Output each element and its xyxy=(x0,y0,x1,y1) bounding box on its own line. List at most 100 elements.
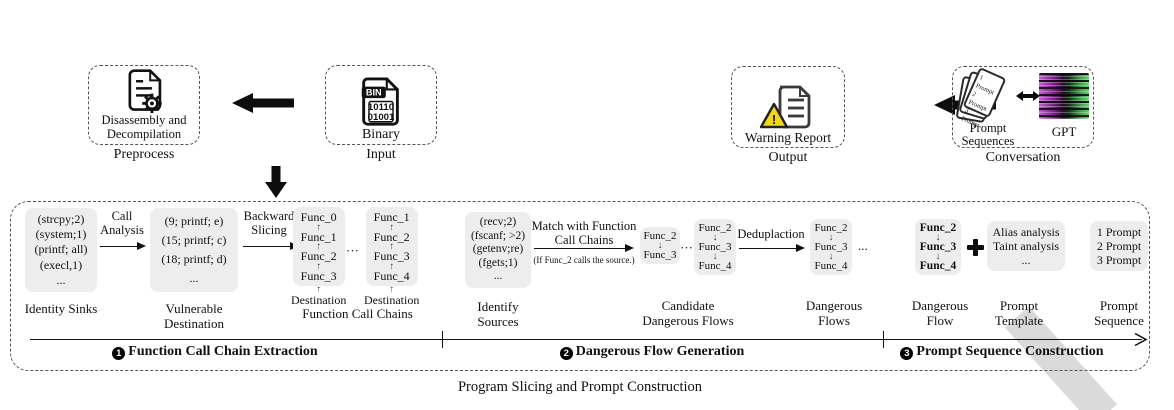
axis-arrowhead-icon xyxy=(1134,332,1148,347)
preprocess-title-line1: Disassembly and xyxy=(101,113,187,127)
flow-node: Func_4 xyxy=(814,260,848,272)
down-arrow-icon xyxy=(694,234,736,241)
prompt-sequences-line1: Prompt xyxy=(969,121,1007,135)
sink-entry: (system;1) xyxy=(35,227,87,242)
flow-node: Func_4 xyxy=(919,260,957,272)
identify-sources-list: (recv;2) (fscanf; >2) (getenv;re) (fgets… xyxy=(465,212,531,288)
axis-tick xyxy=(442,331,443,348)
warning-report-station: ! Warning Report Output xyxy=(731,66,845,166)
binary-digits-line2: 01001 xyxy=(368,111,395,122)
backward-slicing-arrow xyxy=(243,241,299,250)
deduplication-arrow xyxy=(739,243,805,252)
match-note: (If Func_2 calls the source.) xyxy=(533,255,635,265)
flow-node: Func_3 xyxy=(698,241,732,253)
template-entry-ellipsis: ... xyxy=(1021,253,1031,267)
match-arrow xyxy=(534,243,634,252)
warning-triangle-icon xyxy=(760,102,789,128)
phase-1-number-icon: 1 xyxy=(112,347,126,360)
down-arrow-icon xyxy=(915,253,961,260)
down-arrow-icon xyxy=(915,234,961,241)
prompt-sequence-list: 1 Prompt 2 Prompt 3 Prompt xyxy=(1090,221,1148,271)
prompt-template-list: Alias analysis Taint analysis ... xyxy=(987,221,1065,271)
source-entry-ellipsis: ... xyxy=(493,270,503,283)
flow-node: Func_2 xyxy=(814,222,848,234)
chain-destination: Destination xyxy=(291,293,347,307)
chain-node: Func_1 xyxy=(300,229,337,244)
warning-box: ! Warning Report xyxy=(731,66,845,148)
prompt-sequence-group: 1 Prompt 2 Prompt 3 Prompt xyxy=(1090,221,1148,271)
identity-sinks-list: (strcpy;2) (system;1) (printf; all) (exe… xyxy=(25,208,97,293)
phase-2-number-icon: 2 xyxy=(559,347,573,360)
template-entry: Alias analysis xyxy=(992,225,1060,239)
flow-node: Func_3 xyxy=(643,249,677,261)
chain-node: Func_0 xyxy=(300,210,337,224)
plus-icon xyxy=(967,239,984,256)
binary-file-icon: BIN 10110 01001 xyxy=(361,76,399,126)
down-arrow-icon xyxy=(810,253,852,260)
vulnerable-entry-ellipsis: ... xyxy=(189,271,199,285)
identity-sinks-label: Identity Sinks xyxy=(24,301,98,316)
preprocess-title-line2: Decompilation xyxy=(106,126,182,141)
sink-entry-ellipsis: ... xyxy=(56,272,66,287)
flow-node: Func_3 xyxy=(814,241,848,253)
phase-axis-line xyxy=(30,339,1142,340)
sink-entry: (execl,1) xyxy=(39,257,83,272)
binary-box: BIN 10110 01001 Binary xyxy=(325,65,437,145)
preprocess-caption: Preprocess xyxy=(113,147,175,162)
binary-caption: Input xyxy=(366,147,396,162)
sequence-entry: 2 Prompt xyxy=(1096,239,1142,253)
dangerous-flows-group: Func_2 Func_3 Func_4 xyxy=(810,219,852,275)
prompt-template-group: Alias analysis Taint analysis ... xyxy=(987,221,1065,271)
flow-node: Func_2 xyxy=(919,222,957,234)
prompt-sequences-label: Prompt Sequences xyxy=(953,122,1023,148)
gpt-label: GPT xyxy=(1051,124,1077,139)
pipeline-box xyxy=(10,201,1150,371)
chain-destination: Destination xyxy=(364,293,420,307)
source-entry: (recv;2) xyxy=(479,216,517,228)
identity-sinks-group: (strcpy;2) (system;1) (printf; all) (exe… xyxy=(25,208,97,293)
figure-caption: Program Slicing and Prompt Construction xyxy=(457,379,703,395)
dangerous-flow-label: Dangerous Flow xyxy=(911,298,969,328)
vulnerable-entry: (9; printf; e) xyxy=(164,214,224,228)
call-analysis-arrow xyxy=(100,241,146,250)
sequence-entry: 1 Prompt xyxy=(1096,225,1142,239)
down-arrow-icon xyxy=(640,242,680,249)
binary-input-station: BIN 10110 01001 Binary Input xyxy=(325,65,437,163)
vulnerable-destination-label: Vulnerable Destination xyxy=(164,301,224,331)
candidate-dangerous-flows-label: Candidate Dangerous Flows xyxy=(642,298,734,328)
candidate-flow-2: Func_2 Func_3 Func_4 xyxy=(694,219,736,275)
sink-entry: (printf; all) xyxy=(34,242,88,257)
bin-banner-text: BIN xyxy=(366,87,382,97)
prompt-sequence-label: Prompt Sequence xyxy=(1094,298,1144,328)
chain-node: Func_3 xyxy=(300,268,337,283)
vulnerable-entry: (18; printf; d) xyxy=(161,252,227,266)
backward-slicing-label: Backward Slicing xyxy=(243,209,295,237)
candidate-flow-1: Func_2 Func_3 xyxy=(640,227,680,264)
binary-title: Binary xyxy=(361,126,401,142)
source-entry: (fgets;1) xyxy=(478,256,518,269)
vulnerable-destination-group: (9; printf; e) (15; printf; c) (18; prin… xyxy=(150,208,238,292)
chain-node: Func_3 xyxy=(373,249,410,263)
preprocess-box: Disassembly and Decompilation xyxy=(88,65,200,145)
conversation-box: 1 Prompt 2 Prompt 3 Prompt Prompt Sequen… xyxy=(952,66,1094,148)
document-gear-icon xyxy=(128,69,162,114)
up-arrow-icon xyxy=(389,286,394,293)
conversation-station: 1 Prompt 2 Prompt 3 Prompt Prompt Sequen… xyxy=(952,66,1094,166)
gpt-image xyxy=(1039,73,1089,119)
left-thick-arrow-icon xyxy=(232,93,294,113)
down-arrow-icon xyxy=(810,234,852,241)
function-call-chain-1: Func_0 Func_1 Func_2 Func_3 Destination xyxy=(291,207,346,307)
template-entry: Taint analysis xyxy=(992,239,1060,253)
chain-node: Func_4 xyxy=(373,268,410,283)
function-call-chains-label: Function Call Chains xyxy=(302,306,413,321)
sequence-entry: 3 Prompt xyxy=(1096,253,1142,267)
function-call-chain-2: Func_1 Func_2 Func_3 Func_4 Destination xyxy=(364,207,419,307)
dangerous-ellipsis: ... xyxy=(858,238,868,253)
identify-sources-label: Identify Sources xyxy=(477,299,519,329)
dangerous-flow-group: Func_2 Func_3 Func_4 xyxy=(915,219,961,275)
down-thick-arrow-icon xyxy=(265,166,287,198)
